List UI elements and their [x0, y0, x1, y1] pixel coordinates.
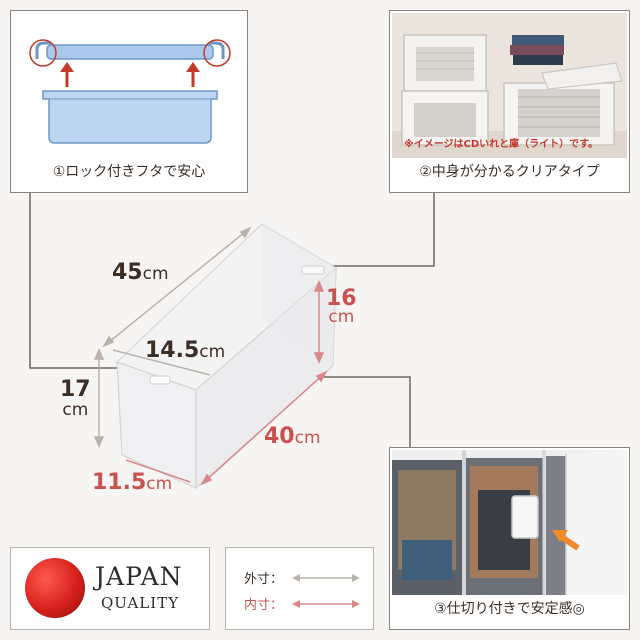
dimension-legend: 外寸： 内寸：: [225, 547, 374, 630]
inner-length-arrow: [201, 371, 327, 485]
badge-line2: QUALITY: [101, 594, 180, 612]
divider-photo: [392, 450, 627, 595]
up-arrow-left-icon: [60, 62, 74, 87]
legend-inner: 内寸：: [244, 594, 283, 613]
photo-note: ※イメージはCDいれと庫（ライト）です。: [404, 139, 599, 150]
lid-shape: [46, 44, 214, 60]
outer-height-label: 17 cm: [60, 377, 91, 421]
badge-line1: JAPAN: [95, 562, 183, 591]
legend-inner-arrow-icon: [292, 600, 360, 608]
divider-illustration: [392, 450, 627, 595]
red-sun-logo: [25, 558, 85, 618]
legend-inner-label: 内寸：: [244, 598, 284, 613]
outer-width-label: 14.5cm: [145, 338, 226, 363]
japan-quality-badge: JAPAN QUALITY: [10, 547, 210, 630]
clear-boxes-photo: ※イメージはCDいれと庫（ライト）です。: [392, 13, 627, 158]
legend-outer-arrow-icon: [292, 574, 360, 582]
feature-panel-clear-type: ※イメージはCDいれと庫（ライト）です。 ②中身が分かるクリアタイプ: [389, 10, 630, 193]
left-hook: [35, 41, 51, 59]
lid-diagram: [29, 39, 231, 144]
clear-boxes-illustration: [392, 13, 627, 158]
outer-width-arrow: [112, 349, 211, 376]
lid-clip-front: [149, 375, 171, 385]
legend-outer: 外寸：: [244, 568, 283, 587]
feature-panel-divider: ③仕切り付きで安定感◎: [389, 447, 630, 630]
orange-arrow-icon: [552, 530, 580, 551]
outer-length-arrow: [103, 227, 251, 347]
feature-panel-lock-lid: ①ロック付きフタで安心: [10, 10, 248, 193]
lid-clip-back: [301, 265, 325, 275]
inner-width-label: 11.5cm: [92, 470, 173, 495]
right-lock-circle: [203, 39, 231, 67]
feature-caption-clear-type: ②中身が分かるクリアタイプ: [419, 164, 600, 180]
outer-length-label: 45cm: [112, 260, 169, 285]
up-arrow-right-icon: [186, 62, 200, 87]
right-hook: [209, 41, 225, 59]
inner-length-label: 40cm: [264, 424, 321, 449]
connector-line-lid: [29, 193, 130, 369]
legend-outer-label: 外寸：: [244, 572, 284, 587]
divider-plate: [511, 495, 539, 539]
left-lock-circle: [29, 39, 57, 67]
feature-caption-lock-lid: ①ロック付きフタで安心: [52, 164, 206, 180]
inner-width-arrow: [125, 459, 191, 483]
box-body-shape: [42, 90, 218, 144]
inner-height-label: 16 cm: [326, 286, 357, 327]
feature-caption-divider: ③仕切り付きで安定感◎: [434, 601, 585, 617]
connector-line-clear: [322, 193, 435, 267]
